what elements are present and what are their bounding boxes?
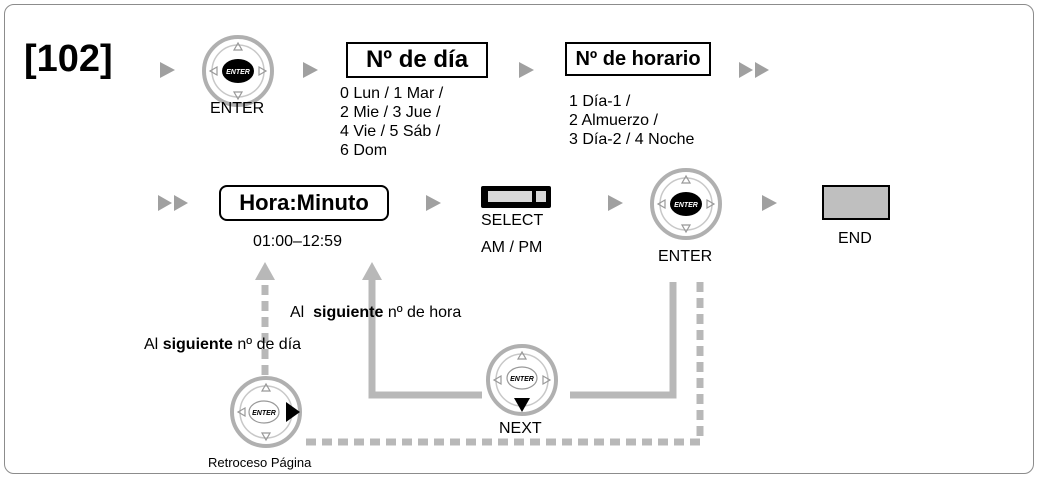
day-option: 0 Lun / 1 Mar / [340,85,444,102]
loop-prefix: Al [144,336,159,353]
schedule-options-list: 1 Día-1 / 2 Almuerzo / 3 Día-2 / 4 Noche [569,92,694,149]
enter-label-2: ENTER [658,248,713,265]
next-day-loop-arrowhead [255,262,275,280]
next-hour-loop-label: Al siguiente nº de hora [290,304,461,322]
next-hour-loop-line [368,278,482,399]
hour-minute-title: Hora:Minuto [239,190,369,215]
flow-arrow [426,195,441,211]
loop-prefix: Al [290,304,305,321]
navigator-dial-next[interactable]: ENTER [484,342,560,418]
loop-bold-word: siguiente [313,304,384,321]
double-flow-arrow [158,195,172,211]
day-option: 4 Vie / 5 Sáb / [340,123,441,140]
next-hour-loop-arrowhead [362,262,382,280]
schedule-option: 1 Día-1 / [569,93,631,110]
select-label: SELECT [481,212,544,229]
double-flow-arrow [174,195,188,211]
day-number-title: Nº de día [365,46,469,73]
schedule-number-box: Nº de horario [565,42,711,76]
navigator-dial-enter-1[interactable]: ENTER [200,33,276,109]
flow-arrow [303,62,318,78]
dial-center-label: ENTER [510,376,534,383]
flow-arrow [762,195,777,211]
flow-arrow [160,62,175,78]
am-pm-label: AM / PM [481,239,543,256]
down-arrow-icon [514,398,530,412]
loop-bold-word: siguiente [162,336,233,353]
loop-suffix: nº de hora [387,304,462,321]
day-option: 6 Dom [340,142,388,159]
schedule-number-title: Nº de horario [575,47,701,70]
program-code: [102] [24,38,113,80]
end-button[interactable] [822,185,890,220]
navigator-dial-enter-2[interactable]: ENTER [648,166,724,242]
next-day-loop-line [302,282,704,446]
loop-suffix: nº de día [237,336,302,353]
right-arrow-icon [286,402,300,422]
schedule-option: 3 Día-2 / 4 Noche [569,131,695,148]
dial-center-label: ENTER [674,202,698,209]
enter-label-1: ENTER [210,100,265,117]
flow-arrow [519,62,534,78]
double-flow-arrow [755,62,769,78]
day-option: 2 Mie / 3 Jue / [340,104,441,121]
dial-center-label: ENTER [226,69,250,76]
day-options-list: 0 Lun / 1 Mar / 2 Mie / 3 Jue / 4 Vie / … [340,84,443,160]
end-label: END [838,230,872,247]
dial-center-label: ENTER [252,410,276,417]
schedule-option: 2 Almuerzo / [569,112,658,129]
next-day-loop-label: Al siguiente nº de día [144,336,301,354]
flow-arrow [608,195,623,211]
back-page-label: Retroceso Página [208,455,312,470]
diagram-frame [4,4,1034,474]
day-number-box: Nº de día [346,42,488,78]
hour-minute-box: Hora:Minuto [219,185,389,221]
select-key[interactable] [480,185,552,209]
next-label: NEXT [499,420,542,437]
navigator-dial-back-page[interactable]: ENTER [228,374,304,450]
double-flow-arrow [739,62,753,78]
time-range-label: 01:00–12:59 [253,233,342,250]
next-hour-loop-line [570,282,677,399]
